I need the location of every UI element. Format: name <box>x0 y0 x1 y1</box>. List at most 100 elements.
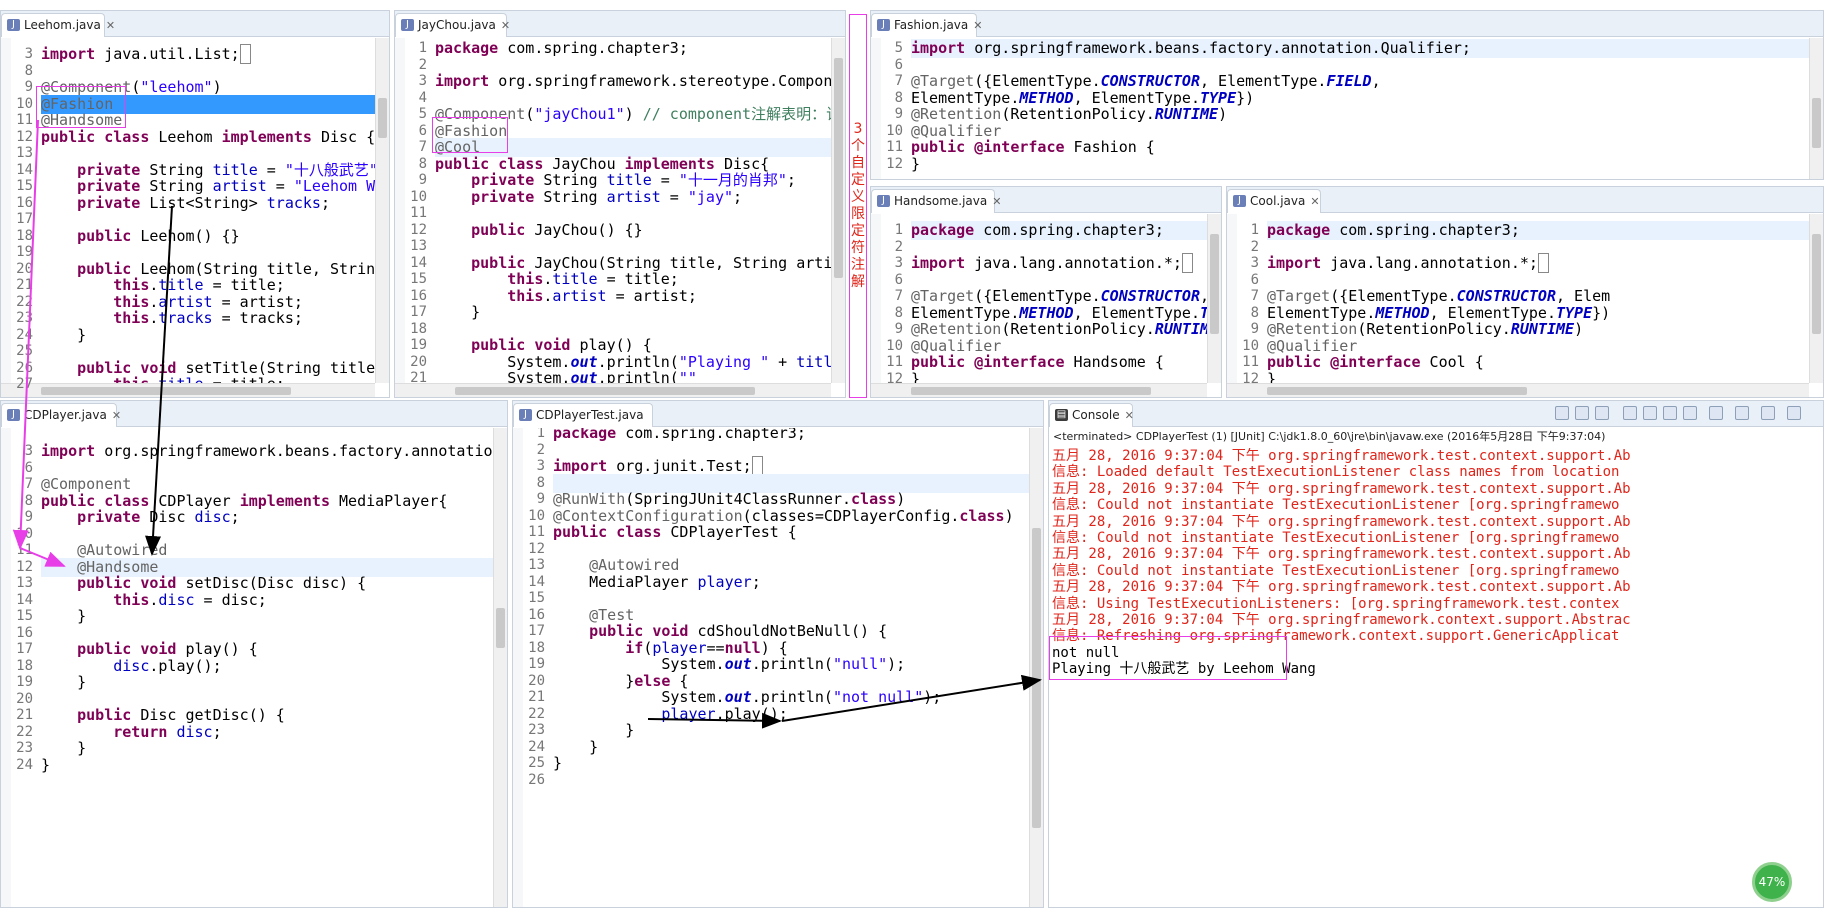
code-line[interactable]: disc.play(); <box>113 656 222 675</box>
code-line[interactable]: private List<String> tracks; <box>77 193 330 212</box>
code-line[interactable] <box>553 473 1029 493</box>
code-line[interactable]: import org.springframework.stereotype.Co… <box>435 72 845 90</box>
code-editor[interactable]: import java.util.List; @Component("leeho… <box>1 38 389 397</box>
code-line[interactable]: public @interface Fashion { <box>911 138 1155 156</box>
code-line[interactable]: this.disc = disc; <box>113 590 267 609</box>
code-line[interactable]: private String title = "十八般武艺"; <box>77 160 387 179</box>
code-line[interactable]: public class CDPlayerTest { <box>553 523 797 541</box>
word-wrap-icon[interactable] <box>1643 406 1657 420</box>
code-line[interactable]: package com.spring.chapter3; <box>911 221 1207 240</box>
code-line[interactable]: public class JayChou implements Disc{ <box>435 154 770 173</box>
close-icon[interactable]: ✕ <box>992 195 1002 208</box>
close-icon[interactable]: ✕ <box>1124 409 1134 422</box>
code-line[interactable]: @Cool <box>435 138 831 157</box>
code-line[interactable]: if(player==null) { <box>625 638 788 657</box>
code-lines[interactable]: package com.spring.chapter3;import org.j… <box>553 428 1029 907</box>
code-line[interactable]: @Retention(RetentionPolicy.RUNTIME) <box>1267 320 1584 338</box>
code-line[interactable]: @Handsome <box>41 557 493 577</box>
close-icon[interactable]: ✕ <box>105 19 116 32</box>
code-line[interactable]: private String artist = "jay"; <box>471 187 743 206</box>
code-line[interactable]: @Handsome <box>41 111 123 129</box>
code-line[interactable]: public void play() { <box>471 336 652 354</box>
show-stdout-icon[interactable] <box>1663 406 1677 420</box>
pin-console-icon[interactable] <box>1709 406 1723 420</box>
code-line[interactable]: public @interface Handsome { <box>911 353 1164 371</box>
code-line[interactable]: public class Leehom implements Disc { <box>41 127 376 146</box>
code-line[interactable]: @Qualifier <box>911 336 1002 355</box>
code-line[interactable]: } <box>1267 369 1277 388</box>
code-line[interactable]: } <box>41 325 87 344</box>
code-line[interactable]: private String title = "十一月的肖邦"; <box>471 171 796 189</box>
view-menu-icon[interactable] <box>1787 406 1801 420</box>
console-output[interactable]: 五月 28, 2016 9:37:04 下午 org.springframewo… <box>1049 448 1823 907</box>
vertical-scrollbar[interactable] <box>493 428 507 907</box>
close-icon[interactable]: ✕ <box>1310 195 1320 208</box>
code-line[interactable]: private Disc disc; <box>77 508 240 526</box>
code-lines[interactable]: package com.spring.chapter3;import java.… <box>911 214 1221 397</box>
code-lines[interactable]: import java.util.List; @Component("leeho… <box>41 38 389 397</box>
show-stderr-icon[interactable] <box>1683 406 1697 420</box>
code-lines[interactable]: package com.spring.chapter3;import java.… <box>1267 214 1809 397</box>
code-line[interactable]: this.artist = artist; <box>507 286 697 305</box>
code-editor[interactable]: package com.spring.chapter3;import java.… <box>1227 214 1823 397</box>
code-line[interactable]: private String artist = "Leehom Wang"; <box>77 177 389 195</box>
code-line[interactable]: import org.springframework.beans.factory… <box>41 442 507 460</box>
horizontal-scrollbar[interactable] <box>871 383 1207 397</box>
code-line[interactable]: public void play() { <box>77 640 258 658</box>
code-line[interactable]: } <box>41 739 87 757</box>
terminate-icon[interactable] <box>1555 406 1569 420</box>
code-editor[interactable]: package com.spring.chapter3;import org.j… <box>513 428 1043 907</box>
code-line[interactable]: } <box>911 369 921 388</box>
code-line[interactable]: } <box>41 755 51 774</box>
code-line[interactable]: package com.spring.chapter3; <box>435 39 688 57</box>
code-line[interactable]: @RunWith(SpringJUnit4ClassRunner.class) <box>553 490 906 508</box>
display-console-icon[interactable] <box>1735 406 1749 420</box>
code-line[interactable]: @ContextConfiguration(classes=CDPlayerCo… <box>553 506 1014 525</box>
code-line[interactable]: } <box>41 673 87 691</box>
code-line[interactable]: @Target({ElementType.CONSTRUCTOR, Elemen… <box>911 72 1381 90</box>
code-line[interactable]: System.out.println("Playing " + title + … <box>435 352 842 371</box>
vertical-scrollbar[interactable] <box>831 38 845 383</box>
close-icon[interactable]: ✕ <box>111 409 122 422</box>
vertical-scrollbar[interactable] <box>1029 428 1043 907</box>
code-line[interactable]: } <box>553 721 635 739</box>
code-editor[interactable]: import org.springframework.beans.factory… <box>871 38 1823 179</box>
code-line[interactable]: @Target({ElementType.CONSTRUCTOR, Elem <box>1267 287 1611 305</box>
code-line[interactable]: public JayChou() {} <box>471 220 643 239</box>
code-line[interactable]: package com.spring.chapter3; <box>1267 221 1809 240</box>
code-line[interactable]: return disc; <box>113 722 222 741</box>
remove-launch-icon[interactable] <box>1575 406 1589 420</box>
code-line[interactable]: } <box>553 754 563 772</box>
code-line[interactable]: @Retention(RetentionPolicy.RUNTIME) <box>911 320 1221 338</box>
code-lines[interactable]: import org.springframework.beans.factory… <box>41 428 507 907</box>
code-line[interactable]: this.title = title; <box>507 270 679 288</box>
code-line[interactable]: public Disc getDisc() { <box>77 706 285 724</box>
code-editor[interactable]: import org.springframework.beans.factory… <box>1 428 507 907</box>
vertical-scrollbar[interactable] <box>375 38 389 383</box>
open-console-icon[interactable] <box>1761 406 1775 420</box>
code-line[interactable]: @Component <box>41 475 132 493</box>
vertical-scrollbar[interactable] <box>1809 38 1823 179</box>
code-line[interactable]: import org.springframework.beans.factory… <box>911 39 1809 58</box>
code-line[interactable]: } <box>435 303 481 321</box>
close-icon[interactable]: ✕ <box>500 19 511 32</box>
code-line[interactable]: import org.junit.Test; <box>553 456 1029 476</box>
remove-all-icon[interactable] <box>1595 406 1609 420</box>
code-line[interactable]: ElementType.METHOD, ElementType.TYPE}) <box>1267 303 1611 322</box>
code-line[interactable]: this.artist = artist; <box>113 292 303 311</box>
code-line[interactable]: @Autowired <box>77 541 168 559</box>
code-line[interactable]: public @interface Cool { <box>1267 353 1484 371</box>
code-line[interactable]: public void setDisc(Disc disc) { <box>77 574 367 592</box>
vertical-scrollbar[interactable] <box>1207 214 1221 383</box>
code-lines[interactable]: import org.springframework.beans.factory… <box>911 38 1809 179</box>
code-line[interactable]: @Fashion <box>435 121 508 140</box>
code-line[interactable]: @Component("jayChou1") // component注解表明：… <box>435 105 845 123</box>
close-icon[interactable]: ✕ <box>973 19 983 32</box>
code-line[interactable] <box>553 771 1029 790</box>
